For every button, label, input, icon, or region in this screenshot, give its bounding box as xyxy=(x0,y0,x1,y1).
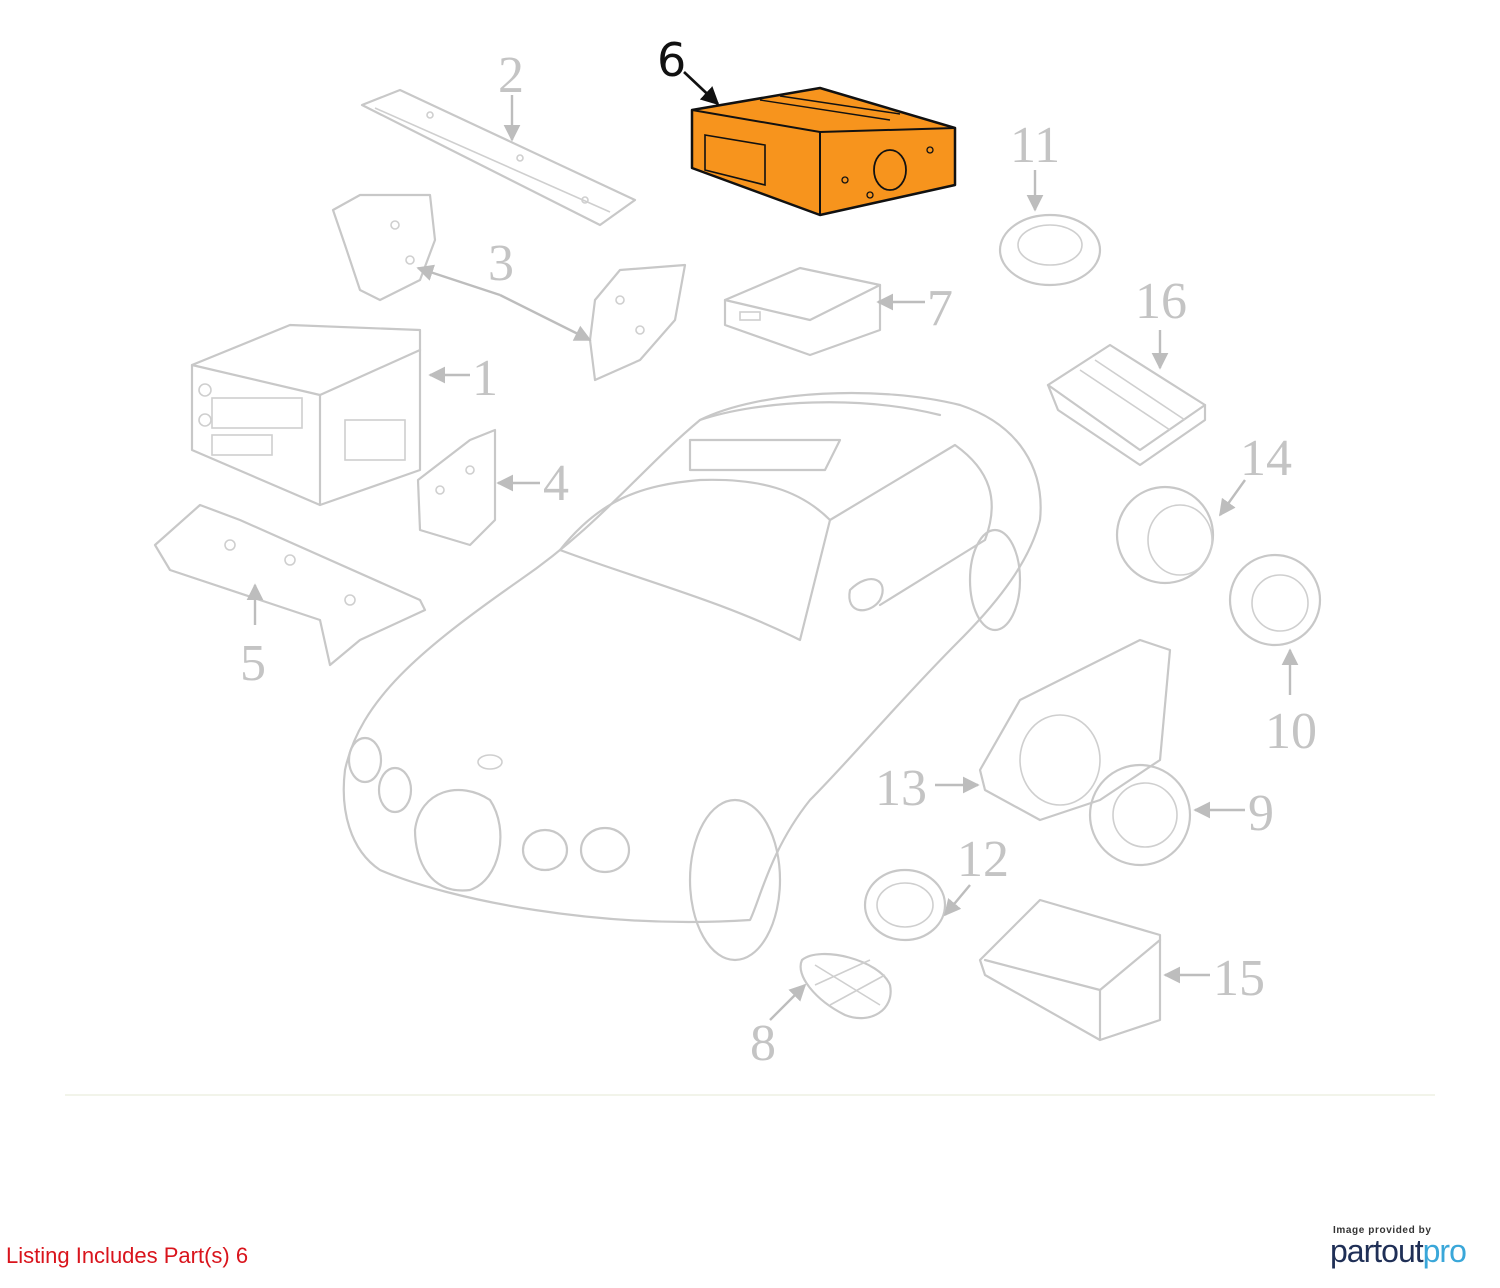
provided-by-text: Image provided by xyxy=(1333,1225,1432,1236)
callout-12: 12 xyxy=(957,831,1009,888)
logo-part2: pro xyxy=(1422,1233,1467,1269)
callout-2: 2 xyxy=(498,47,524,104)
part-10-speaker[interactable] xyxy=(1228,553,1322,647)
callout-13: 13 xyxy=(875,760,927,817)
partoutpro-logo: partoutpro xyxy=(1330,1233,1467,1270)
part-6-cd-changer[interactable] xyxy=(690,86,957,217)
car-outline xyxy=(342,391,1042,962)
part-16-amplifier[interactable] xyxy=(1046,343,1207,467)
callout-3: 3 xyxy=(488,235,514,292)
part-13-speaker-enclosure[interactable] xyxy=(978,638,1172,822)
part-3-bracket-left[interactable] xyxy=(331,193,437,302)
callout-10: 10 xyxy=(1265,703,1317,760)
callout-6: 6 xyxy=(657,33,686,87)
listing-parts-text: Listing Includes Part(s) 6 xyxy=(6,1243,249,1268)
callout-5: 5 xyxy=(240,635,266,692)
callout-8: 8 xyxy=(750,1015,776,1072)
callout-16: 16 xyxy=(1135,273,1187,330)
part-7-module[interactable] xyxy=(723,266,882,357)
callout-14: 14 xyxy=(1240,430,1292,487)
callout-15: 15 xyxy=(1213,950,1265,1007)
callout-numbers: 1 2 3 4 5 6 7 8 9 10 11 12 13 14 15 16 xyxy=(240,33,1317,1072)
part-15-amplifier[interactable] xyxy=(978,898,1162,1042)
part-9-speaker[interactable] xyxy=(1088,763,1192,867)
part-5-mounting-plate[interactable] xyxy=(153,503,427,667)
part-8-speaker-grille[interactable] xyxy=(799,952,892,1020)
part-4-bracket[interactable] xyxy=(416,428,497,547)
callout-9: 9 xyxy=(1248,785,1274,842)
callout-4: 4 xyxy=(543,455,569,512)
callout-1: 1 xyxy=(472,350,498,407)
logo-part1: partout xyxy=(1330,1233,1424,1269)
part-1-radio-unit[interactable] xyxy=(190,323,422,507)
callout-7: 7 xyxy=(927,280,953,337)
leader-arrows xyxy=(246,71,1299,1021)
part-11-speaker[interactable] xyxy=(998,213,1102,287)
callout-11: 11 xyxy=(1010,117,1060,174)
part-3-bracket-right[interactable] xyxy=(588,263,687,382)
part-12-speaker-ring[interactable] xyxy=(863,868,947,942)
part-14-speaker[interactable] xyxy=(1115,485,1215,585)
part-2-bracket[interactable] xyxy=(360,88,637,227)
